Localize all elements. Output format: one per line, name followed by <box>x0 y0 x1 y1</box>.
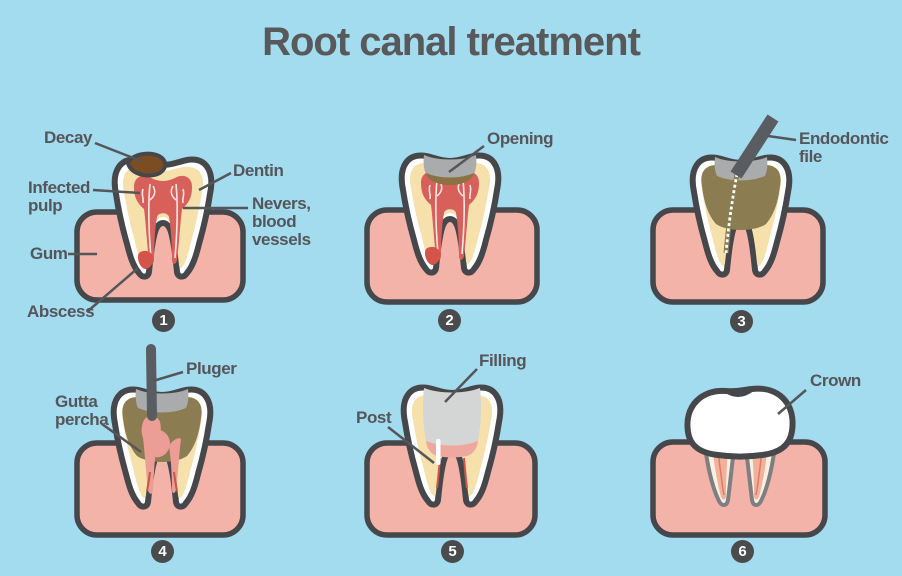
page-title: Root canal treatment <box>262 20 641 64</box>
filling-material <box>422 388 482 446</box>
label-gutta-percha: Gutta percha <box>55 392 109 429</box>
step-5-number: 5 <box>441 540 464 563</box>
leader-decay <box>94 141 142 163</box>
step-2-number: 2 <box>438 309 461 332</box>
gutta-percha-right-canal <box>169 438 181 493</box>
label-abscess: Abscess <box>27 302 95 321</box>
step-1-number: 1 <box>152 309 175 332</box>
plugger-tool <box>146 344 157 421</box>
canal-line-right <box>463 457 468 489</box>
tooth-filling-canals <box>114 344 211 507</box>
label-infected-pulp: Infected pulp <box>28 178 90 215</box>
leader-post <box>387 426 435 464</box>
tooth-restored <box>404 388 501 505</box>
step-1-illustration <box>74 151 246 303</box>
step-6-number: 6 <box>731 540 754 563</box>
leader-gutta-percha <box>101 422 142 454</box>
step-4-illustration <box>74 344 246 538</box>
label-nerves-blood-vessels: Nevers, blood vessels <box>252 194 311 249</box>
label-crown: Crown <box>810 371 861 390</box>
file-serration <box>724 173 739 254</box>
label-pluger: Pluger <box>186 359 237 378</box>
label-decay: Decay <box>44 128 93 147</box>
tooth-cleaning <box>693 114 790 275</box>
leader-lines <box>68 134 807 464</box>
leader-crown <box>777 389 807 415</box>
label-endodontic-file: Endodontic file <box>799 129 889 166</box>
step-2-illustration <box>364 155 540 305</box>
leader-infected-pulp <box>92 188 141 195</box>
leader-pluger <box>152 370 184 383</box>
canal-tip-right <box>173 471 178 492</box>
post-pin <box>436 439 441 465</box>
label-post: Post <box>356 408 392 427</box>
leader-filling <box>444 368 478 403</box>
label-gum: Gum <box>30 244 68 263</box>
endodontic-file <box>730 114 779 179</box>
crown-cap <box>684 385 796 460</box>
label-dentin: Dentin <box>233 161 284 180</box>
leader-abscess <box>87 267 139 312</box>
gutta-percha-blob <box>144 428 170 458</box>
canal-tip-left <box>146 471 151 492</box>
decayed-floor <box>426 173 474 185</box>
step-4-number: 4 <box>151 540 174 563</box>
leader-opening <box>448 144 485 174</box>
label-opening: Opening <box>487 129 554 148</box>
step-3-number: 3 <box>730 310 753 333</box>
tooth-crowned <box>684 385 796 507</box>
label-filling: Filling <box>479 351 527 370</box>
step-6-illustration <box>650 385 828 538</box>
step-3-illustration <box>650 114 826 305</box>
leader-endodontic-file <box>767 134 797 142</box>
crown-groove <box>724 387 755 397</box>
gum <box>364 207 540 305</box>
leader-dentin <box>198 171 232 192</box>
step-5-illustration <box>364 388 538 538</box>
tooth-opened <box>402 155 499 273</box>
